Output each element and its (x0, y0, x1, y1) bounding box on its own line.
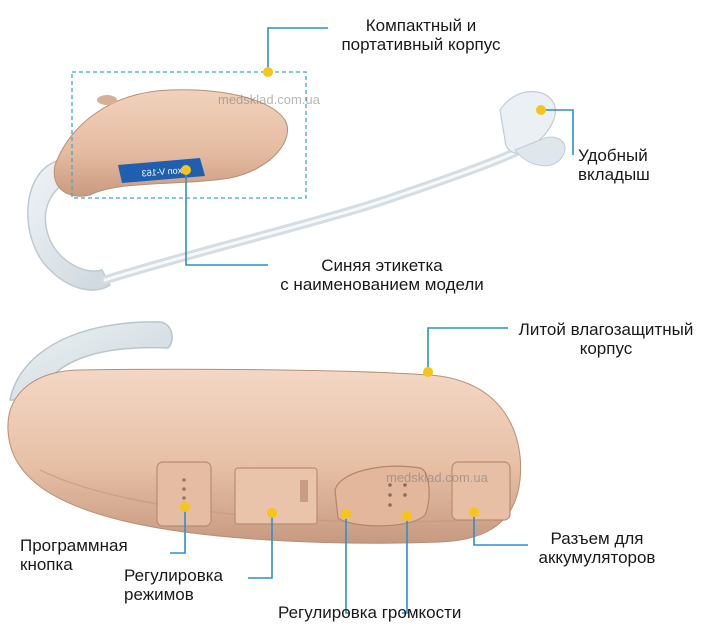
label-battery-slot: Разъем для аккумуляторов (538, 529, 656, 567)
volume-rocker-graphic (334, 465, 430, 527)
top-hearing-aid: Axon V-163 (27, 89, 566, 291)
callout-earpiece-line (541, 109, 574, 155)
label-program-button: Программная кнопка (20, 536, 128, 574)
callout-volume-right-dot (402, 511, 412, 521)
device-label-text: Axon V-163 (141, 165, 188, 179)
label-blue-label: Синяя этикетка с наименованием модели (280, 256, 484, 294)
watermark-top: medsklad.com.ua (218, 92, 320, 107)
callout-program-button-dot (180, 502, 190, 512)
callout-program-button-line (170, 507, 186, 554)
label-moisture-proof-case: Литой влагозащитный корпус (518, 320, 694, 358)
mode-switch-graphic (234, 467, 318, 525)
callout-moisture-case-line (427, 327, 508, 372)
bottom-ear-hook (9, 321, 173, 401)
callout-blue-label-dot (181, 165, 191, 175)
callout-volume-left-dot (341, 509, 351, 519)
compact-case-highlight-box (71, 71, 307, 199)
callout-battery-slot-dot (469, 507, 479, 517)
label-mode-control: Регулировка режимов (124, 566, 223, 604)
callout-compact-case-line (267, 27, 328, 72)
watermark-bottom: medsklad.com.ua (386, 470, 488, 485)
top-ear-hook (27, 159, 111, 291)
top-case-body (53, 89, 288, 197)
label-compact-case: Компактный и портативный корпус (341, 16, 501, 54)
bottom-hearing-aid (7, 321, 522, 544)
program-button-graphic (156, 461, 212, 527)
label-volume-control: Регулировка громкости (278, 603, 462, 622)
callouts (170, 27, 574, 614)
callout-mode-control-dot (267, 508, 277, 518)
blue-model-label: Axon V-163 (118, 158, 205, 183)
battery-door-graphic (451, 461, 511, 521)
callout-earpiece-dot (536, 105, 546, 115)
callout-compact-case-dot (263, 67, 273, 77)
callout-moisture-case-dot (423, 367, 433, 377)
callout-volume-right-line (402, 516, 408, 614)
callout-blue-label-line (185, 170, 268, 266)
callout-mode-control-line (248, 513, 273, 579)
label-comfortable-earpiece: Удобный вкладыш (578, 146, 650, 184)
callout-battery-slot-line (473, 512, 528, 546)
callout-volume-left-line (345, 514, 350, 614)
